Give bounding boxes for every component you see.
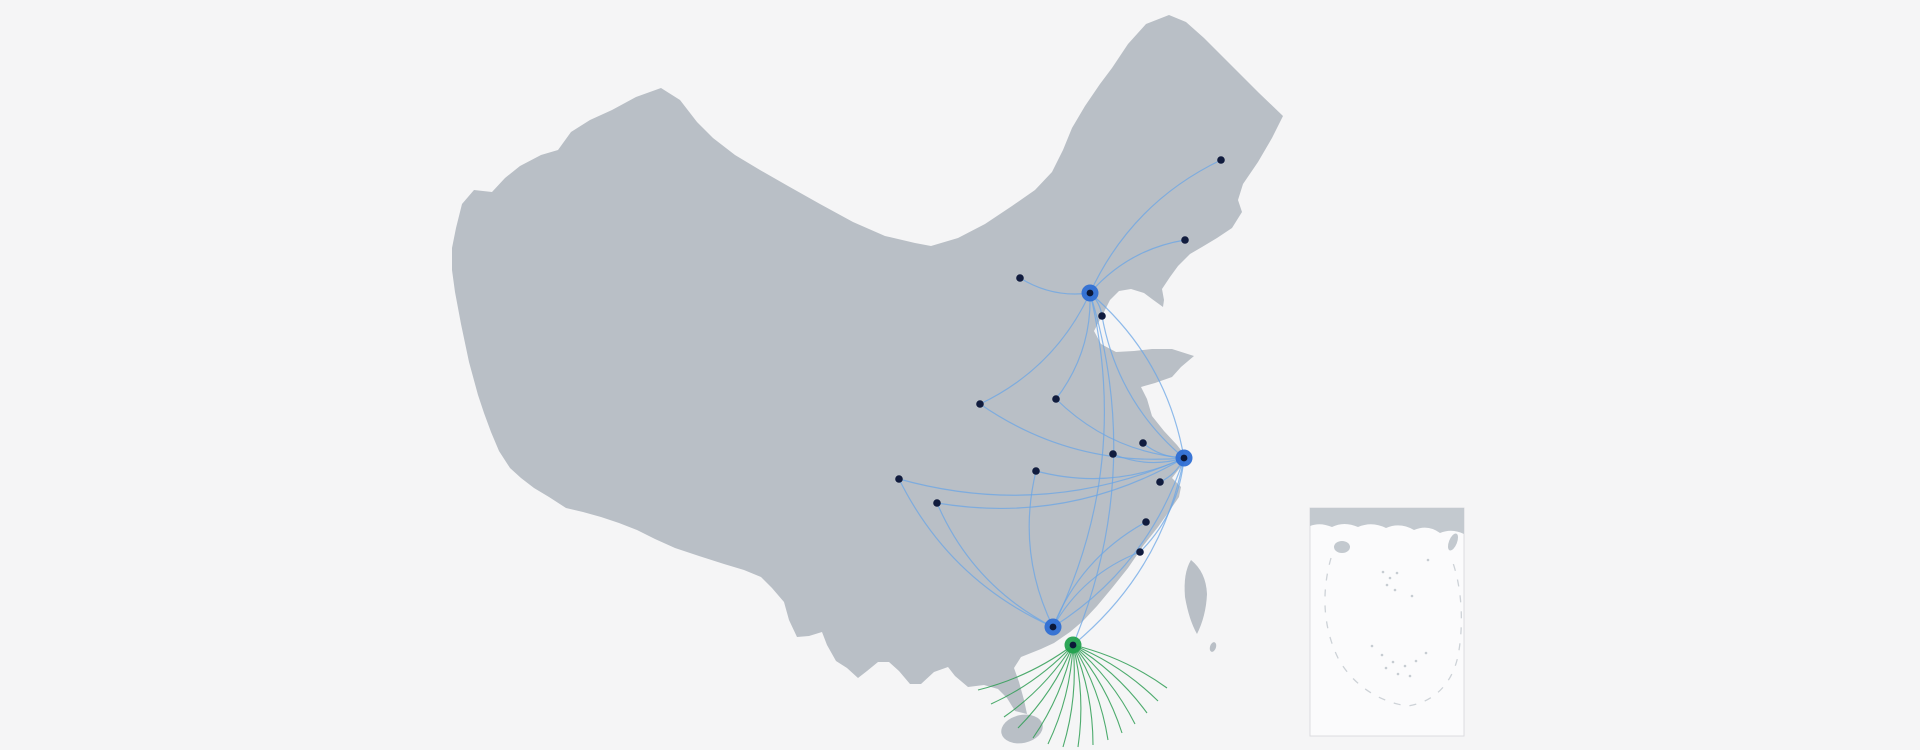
city-dot[interactable] — [1032, 467, 1040, 475]
hub-marker-blue[interactable] — [1044, 618, 1062, 636]
route-arc-green — [1072, 644, 1094, 746]
route-arc-blue — [1089, 292, 1185, 459]
route-arc-blue — [936, 502, 1054, 628]
city-dot[interactable] — [933, 499, 941, 507]
route-arc-green — [1072, 644, 1148, 714]
route-arc-blue — [1035, 457, 1185, 480]
route-arc-green — [1072, 644, 1168, 689]
route-arc-green — [1072, 644, 1136, 725]
green-route-fan-layer — [977, 644, 1168, 748]
route-arc-blue — [1055, 292, 1091, 400]
city-dot[interactable] — [1098, 312, 1106, 320]
hub-marker-green[interactable] — [1064, 636, 1082, 654]
city-dot[interactable] — [1016, 274, 1024, 282]
penghu-island-shape — [1209, 642, 1217, 652]
route-arc-green — [1072, 644, 1123, 734]
route-arc-green — [1003, 644, 1074, 718]
city-dot[interactable] — [1181, 236, 1189, 244]
hub-marker-blue[interactable] — [1175, 449, 1193, 467]
route-arc-blue — [1101, 315, 1185, 459]
city-dot[interactable] — [1142, 518, 1150, 526]
route-arc-green — [1032, 644, 1074, 739]
route-arc-green — [1017, 644, 1074, 729]
city-dot[interactable] — [1217, 156, 1225, 164]
city-dot[interactable] — [1052, 395, 1060, 403]
city-dot[interactable] — [1156, 478, 1164, 486]
city-dot[interactable] — [895, 475, 903, 483]
route-arc-blue — [898, 457, 1185, 496]
route-arc-green — [1072, 644, 1082, 748]
route-arc-blue — [936, 457, 1185, 510]
route-arc-green — [1072, 644, 1159, 702]
inset-hainan-shape — [1334, 541, 1350, 553]
city-dots-layer — [895, 156, 1225, 556]
route-arc-green — [977, 644, 1074, 691]
route-arc-green — [990, 644, 1074, 705]
route-arc-blue — [1052, 551, 1141, 628]
city-dot[interactable] — [1136, 548, 1144, 556]
hub-markers-layer — [1044, 284, 1193, 654]
inset-coastline-shape — [1310, 508, 1464, 534]
route-arc-blue — [1028, 470, 1054, 628]
route-arc-blue — [1052, 292, 1105, 628]
route-arc-blue — [898, 478, 1054, 628]
inset-taiwan-shape — [1447, 533, 1459, 551]
inset-frame — [1309, 507, 1465, 737]
route-arc-green — [1062, 644, 1075, 748]
taiwan-island-shape — [1184, 560, 1207, 634]
route-arc-blue — [1089, 239, 1186, 294]
route-arc-green — [1047, 644, 1074, 745]
south-china-sea-inset — [1309, 507, 1465, 737]
hainan-island-shape — [1001, 714, 1043, 744]
route-arc-blue — [1052, 521, 1147, 628]
route-arc-blue — [979, 292, 1091, 405]
hub-marker-blue[interactable] — [1081, 284, 1099, 302]
route-arc-blue — [979, 403, 1185, 460]
inset-island-dots — [1370, 558, 1430, 678]
route-arc-blue — [1072, 292, 1115, 646]
city-dot[interactable] — [1139, 439, 1147, 447]
route-arc-blue — [1072, 457, 1185, 646]
city-dot[interactable] — [1109, 450, 1117, 458]
mainland-china-shape — [452, 15, 1283, 714]
city-dot[interactable] — [976, 400, 984, 408]
route-arc-green — [1072, 644, 1109, 741]
route-arc-blue — [1089, 159, 1222, 294]
inset-nine-dash-line — [1324, 557, 1463, 707]
blue-route-arcs-layer — [898, 159, 1222, 646]
